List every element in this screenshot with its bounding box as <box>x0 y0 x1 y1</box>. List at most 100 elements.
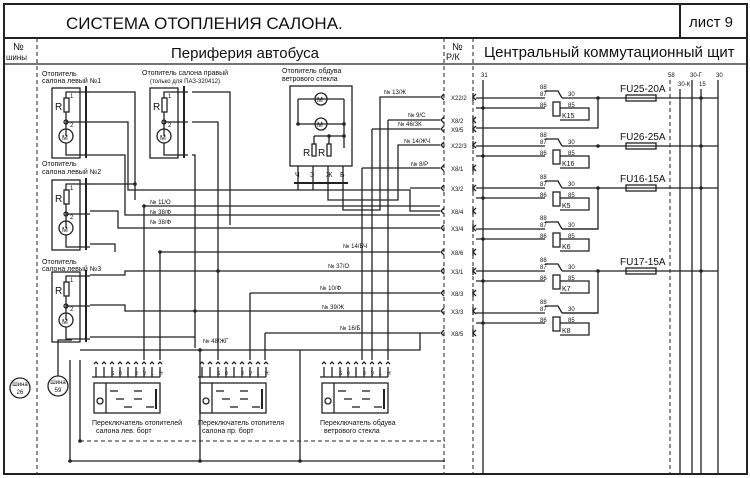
relay-contact <box>545 180 563 189</box>
relay-contact <box>545 305 563 314</box>
heater-box <box>51 271 81 343</box>
wire-label: № 11/О <box>150 199 171 206</box>
connector-label: X22/2 <box>451 96 467 102</box>
heater-box <box>149 87 179 159</box>
relay-coil-icon <box>552 191 561 207</box>
switch-pin-label: S <box>217 371 221 377</box>
relay-coil-icon <box>552 149 561 165</box>
connector-pin-icon <box>440 116 445 124</box>
bus-no-header-sub: шины <box>6 53 27 62</box>
switch-pin-label: L <box>257 371 260 377</box>
relay-pin: 85 <box>568 318 575 324</box>
relay-pin: 87 <box>540 307 547 313</box>
bus-line-label: 30-К <box>678 82 691 88</box>
switch-pin-label: H <box>387 371 391 377</box>
relay-pin: 86 <box>540 193 547 199</box>
heater-1-title-2: салона левый №1 <box>42 77 101 85</box>
wire-label: № 38/Ф <box>150 219 171 226</box>
terminal-icon <box>369 361 375 365</box>
resistor-label: R <box>153 102 160 113</box>
relay-name: K7 <box>562 286 571 293</box>
switch-label-2: ветрового стекла <box>324 428 380 435</box>
heater-box <box>51 179 81 251</box>
resistor-icon <box>161 97 168 113</box>
motor-label: M <box>160 135 166 142</box>
switch-label-2: салона лев. борт <box>96 427 152 435</box>
relay-contact <box>545 138 563 147</box>
terminal-icon <box>141 361 147 365</box>
relay-pin: 87 <box>540 223 547 229</box>
relay-name: K15 <box>562 113 575 120</box>
windshield-heater: M M R R Ч З Ж Б <box>289 85 353 190</box>
relay-name: K16 <box>562 161 575 168</box>
relay-pin: 87 <box>540 140 547 146</box>
switch-pin-label: 0 <box>119 371 122 377</box>
terminal-icon <box>215 361 221 365</box>
wire-label: № 14/БЧ <box>343 243 367 250</box>
pin-label: 1 <box>70 278 74 284</box>
bus-circle-icon <box>47 375 69 397</box>
bus-label: Шина <box>12 382 28 388</box>
terminal-icon <box>133 361 139 365</box>
wiring <box>57 91 445 462</box>
bus-no-header: № <box>13 42 24 53</box>
bus-number: 26 <box>17 390 24 396</box>
terminal-icon <box>385 361 391 365</box>
terminal-icon <box>377 361 383 365</box>
frame <box>3 3 748 475</box>
connector-label: X8/6 <box>451 251 464 257</box>
connector-label: X3/1 <box>451 270 464 276</box>
switch-pin-label: V <box>143 371 147 377</box>
relay-name: K8 <box>562 328 571 335</box>
terminal-icon <box>223 361 229 365</box>
connector-X8/3: X8/3 <box>440 289 477 298</box>
relay-coil-icon <box>552 274 561 290</box>
connector-X8/5: X8/5 <box>440 329 477 338</box>
resistor-icon <box>63 97 70 113</box>
switch-pin-label: L <box>151 371 154 377</box>
terminal-icon <box>199 361 205 365</box>
connector-X8/6: X8/6 <box>440 248 477 257</box>
relay-pin: 85 <box>568 151 575 157</box>
heater-box <box>51 87 81 159</box>
relay-coil-icon <box>552 232 561 248</box>
connector-label: X9/5 <box>451 128 464 134</box>
connector-label: X3/2 <box>451 187 464 193</box>
switch-label-2: салона пр. борт <box>202 427 254 435</box>
pin-label: 1 <box>70 94 74 100</box>
relay-pin: 85 <box>568 234 575 240</box>
windshield-heater-title: Отопитель обдува <box>282 67 341 75</box>
relay-pin: 87 <box>540 182 547 188</box>
resistor-label: R <box>55 102 62 113</box>
switch-box <box>93 382 161 414</box>
switch-pin-label: V <box>249 371 253 377</box>
bus-line-label: 31 <box>481 73 488 79</box>
central-panel-header: Центральный коммутационный щит <box>484 44 735 61</box>
heater-3-title: Отопитель <box>42 259 77 266</box>
bus-line-label: 15 <box>699 82 706 88</box>
pin-label: З <box>310 172 314 179</box>
terminal-icon <box>93 361 99 365</box>
switch-pin-label: I <box>233 371 234 377</box>
relay-pin: 86 <box>540 276 547 282</box>
terminal-icon <box>247 361 253 365</box>
motor-label: M <box>62 319 68 326</box>
switch-pin-label: L <box>379 371 382 377</box>
wire-label: № 8/Р <box>411 161 428 168</box>
fuse-icon <box>625 267 657 275</box>
relay-pin: 30 <box>568 140 575 146</box>
junction-dots <box>68 182 302 463</box>
motor-icon <box>314 92 328 106</box>
resistor-label: R <box>55 286 62 297</box>
connector-label: X22/3 <box>451 144 467 150</box>
relay-pin: 30 <box>568 92 575 98</box>
pin-label: 2 <box>70 215 74 221</box>
terminal-icon <box>109 361 115 365</box>
